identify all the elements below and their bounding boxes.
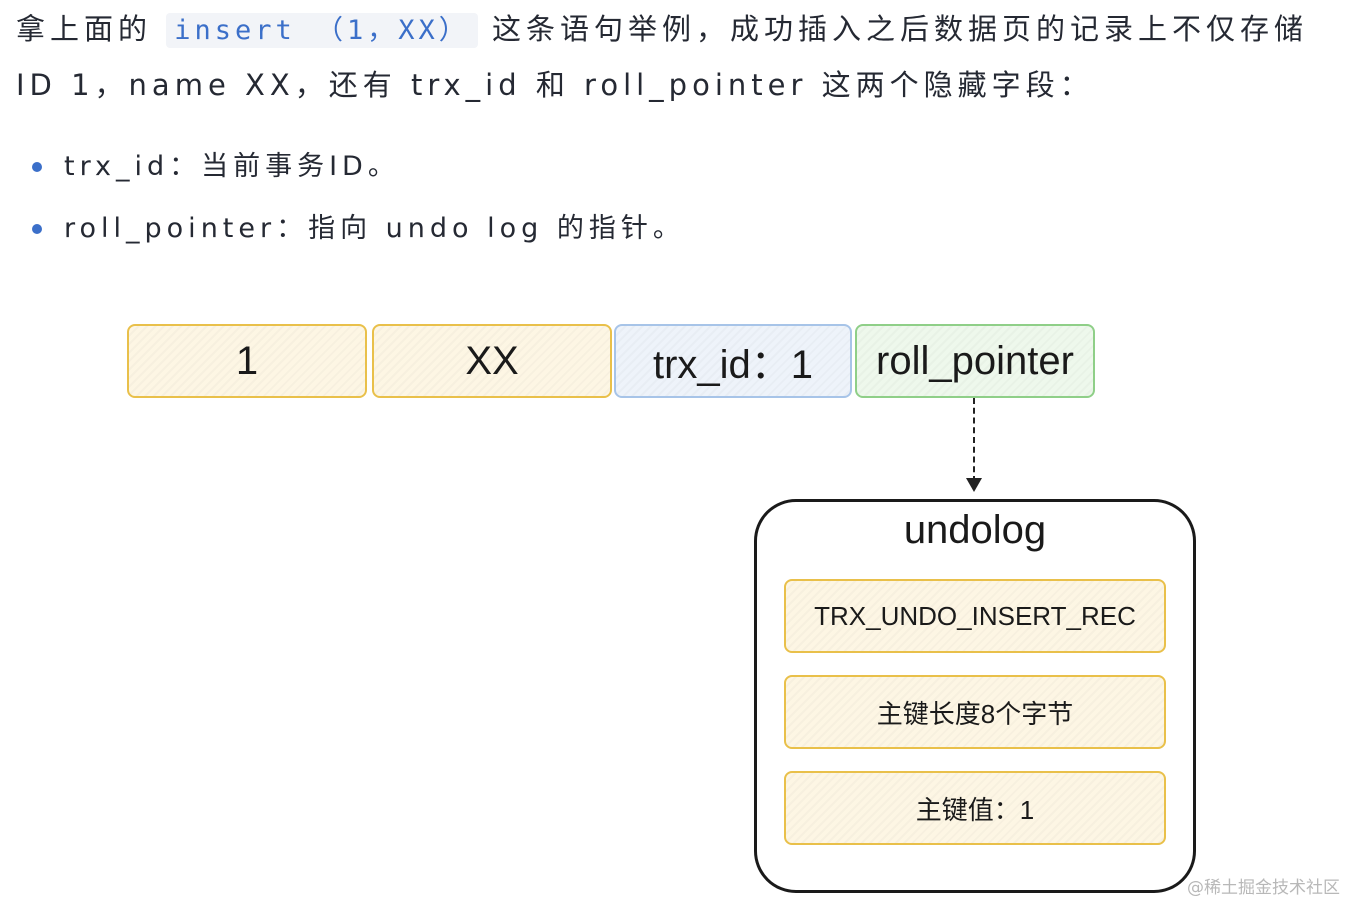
- undolog-item-type: TRX_UNDO_INSERT_REC: [784, 579, 1166, 653]
- intro-text-before: 拿上面的: [16, 12, 153, 46]
- record-field-name: XX: [372, 324, 612, 398]
- pointer-arrow-line: [973, 398, 975, 482]
- list-item: trx_id：当前事务ID。: [32, 140, 685, 202]
- intro-paragraph: 拿上面的 insert （1，XX） 这条语句举例，成功插入之后数据页的记录上不…: [16, 2, 1336, 112]
- list-item-text: trx_id：当前事务ID。: [64, 151, 400, 182]
- bullet-dot-icon: [32, 224, 42, 234]
- arrow-down-icon: [966, 478, 982, 492]
- inline-code: insert （1，XX）: [166, 13, 478, 48]
- undolog-title: undolog: [903, 508, 1047, 552]
- list-item: roll_pointer：指向 undo log 的指针。: [32, 202, 685, 264]
- record-field-roll-pointer: roll_pointer: [855, 324, 1095, 398]
- record-field-id: 1: [127, 324, 367, 398]
- bullet-dot-icon: [32, 162, 42, 172]
- intro-text-after: 这条语句举例，成功插入之后数据页的记录上不仅存储 ID 1，name XX，还有…: [16, 12, 1309, 102]
- record-field-trx-id: trx_id：1: [614, 324, 852, 398]
- undolog-item-key-value: 主键值：1: [784, 771, 1166, 845]
- list-item-text: roll_pointer：指向 undo log 的指针。: [64, 213, 685, 244]
- watermark: @稀土掘金技术社区: [1187, 878, 1340, 898]
- undolog-item-key-length: 主键长度8个字节: [784, 675, 1166, 749]
- bullet-list: trx_id：当前事务ID。 roll_pointer：指向 undo log …: [32, 140, 685, 264]
